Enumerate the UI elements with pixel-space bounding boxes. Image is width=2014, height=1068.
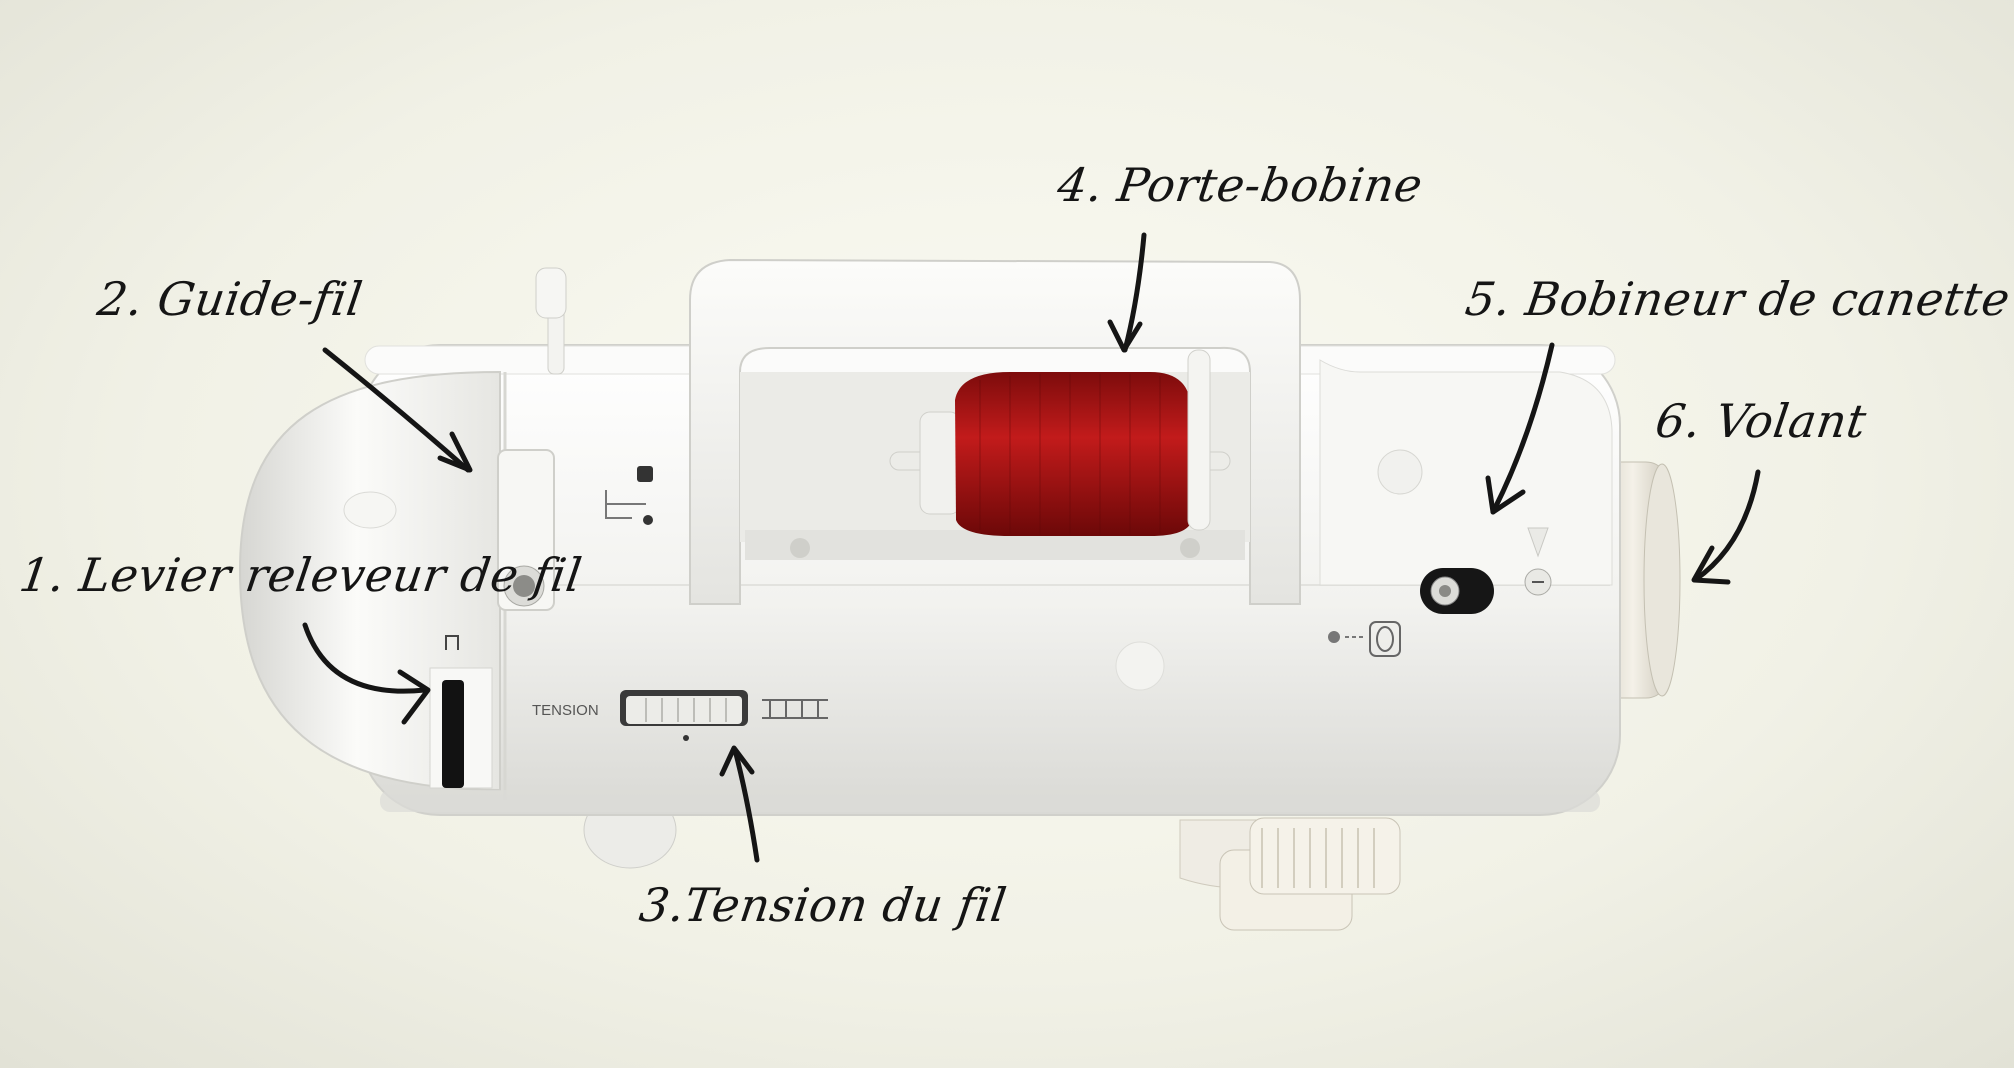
arrow-bobineur: [1485, 342, 1555, 515]
label-tension-fil: 3.Tension du fil: [636, 878, 1011, 932]
arrow-porte-bobine: [1107, 232, 1147, 353]
label-guide-fil: 2. Guide-fil: [94, 272, 367, 326]
arrow-levier: [302, 622, 431, 725]
label-bobineur-canette: 5. Bobineur de canette: [1462, 272, 2014, 326]
spool-pin: [535, 267, 567, 375]
thread-spool: [889, 349, 1231, 536]
bobbin-winder: [1328, 527, 1552, 657]
label-volant: 6. Volant: [1652, 394, 1870, 448]
machine-feet: [583, 791, 1401, 931]
tension-dial: TENSION: [532, 690, 828, 741]
annotation-arrows: [302, 232, 1761, 863]
tension-marking: TENSION: [532, 702, 599, 719]
thread-guide: [497, 449, 653, 611]
take-up-lever: [429, 635, 493, 789]
arrow-volant: [1691, 469, 1761, 585]
arrow-guide-fil: [322, 347, 473, 473]
label-levier-releveur: 1. Levier releveur de fil: [16, 548, 586, 602]
sewing-machine-diagram: TENSION: [238, 232, 1761, 931]
label-porte-bobine: 4. Porte-bobine: [1054, 158, 1426, 212]
arrow-tension: [719, 745, 760, 863]
